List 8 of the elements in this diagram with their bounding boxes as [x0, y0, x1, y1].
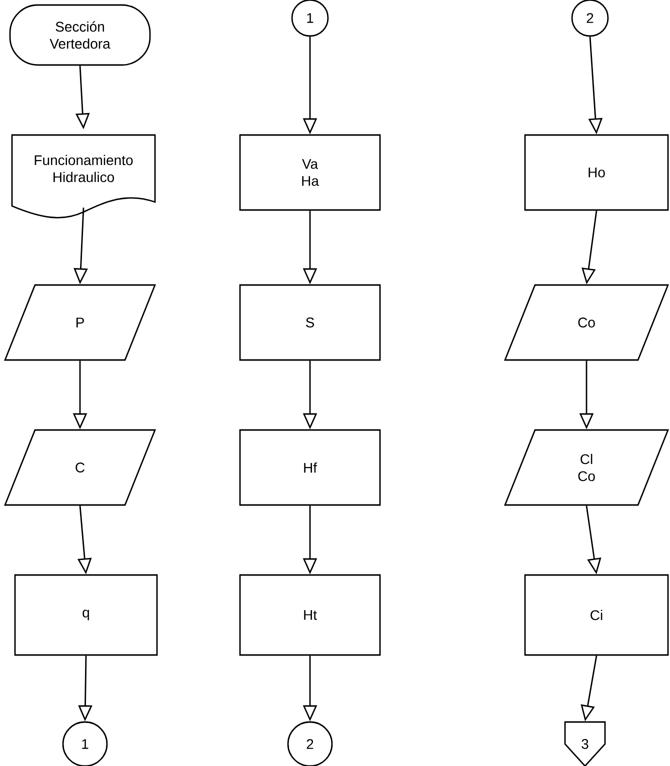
- process-box: Ho: [524, 134, 669, 211]
- process-box: Ci: [524, 574, 669, 656]
- process-box: Hf: [239, 429, 381, 506]
- process-box: Va Ha: [239, 134, 381, 211]
- off-page-connector: 3: [564, 721, 606, 766]
- process-box: q: [14, 574, 158, 656]
- process-box: Ht: [239, 574, 381, 656]
- process-box: S: [239, 284, 381, 361]
